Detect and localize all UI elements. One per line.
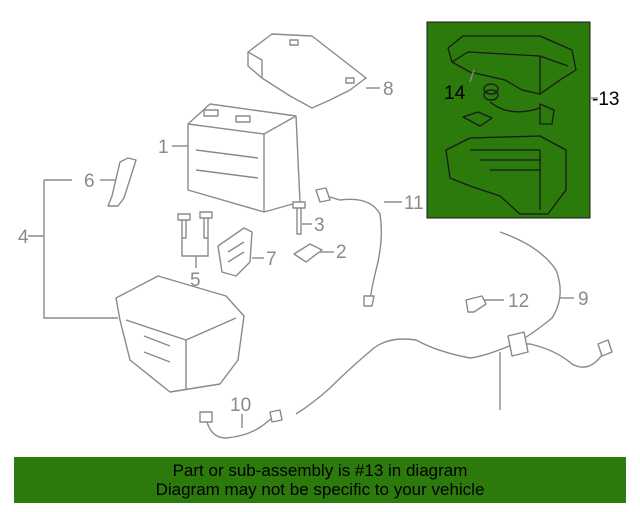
battery-cover [247,33,367,109]
battery [187,103,301,213]
hold-down-bracket [107,157,137,207]
leader-lines [28,69,598,428]
main-wiring-harness [295,231,613,415]
callout-7: 7 [266,249,277,270]
callout-4: 4 [18,227,29,248]
callout-9: 9 [578,289,589,310]
callout-6: 6 [84,171,95,192]
callout-8: 8 [383,79,394,100]
harness-connector [465,295,487,313]
ground-cable [199,409,283,439]
callout-10: 10 [230,395,251,416]
assembly-notice-banner: Part or sub-assembly is #13 in diagram D… [14,457,626,503]
callout-14: 14 [444,83,466,104]
callout-11: 11 [404,193,424,214]
fuse-box-cover [447,35,577,95]
callout-13: -13 [592,89,619,110]
callout-2: 2 [336,242,347,263]
callout-5: 5 [190,270,201,291]
terminal-bolt [292,201,306,235]
callout-1: 1 [158,137,169,158]
fuse-box-cap [483,83,499,101]
terminal-clamp [293,243,323,263]
battery-tray [115,275,245,393]
notice-line-1: Part or sub-assembly is #13 in diagram [172,461,468,480]
callout-3: 3 [314,215,325,236]
fuse-box-base [445,135,567,215]
bolt-pair [177,211,213,239]
mounting-plate [217,227,253,277]
positive-cable [315,187,383,307]
callout-12: 12 [508,291,529,312]
notice-line-2: Diagram may not be specific to your vehi… [155,480,485,499]
fuse-box-connector-harness [462,101,555,127]
